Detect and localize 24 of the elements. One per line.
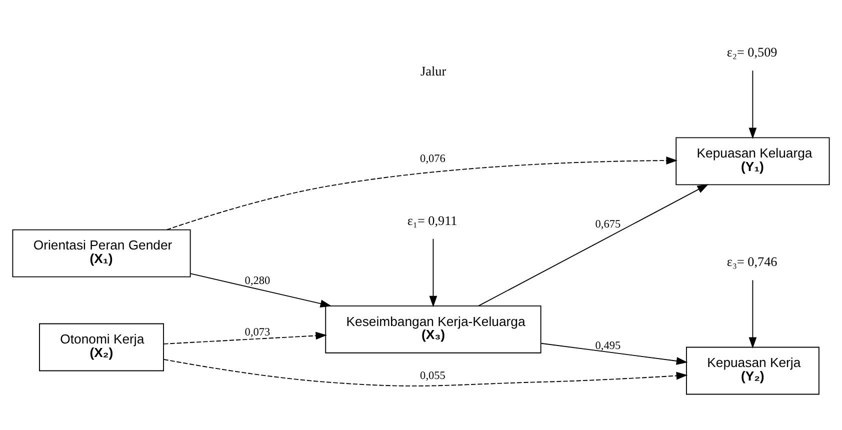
arrow xyxy=(478,184,709,306)
node-text: ε₁= 0,911 xyxy=(407,212,458,228)
node-box: Otonomi Kerja (X₂) xyxy=(39,323,164,372)
arrow xyxy=(163,332,328,344)
arrow xyxy=(190,273,332,308)
edge-label: 0,055 xyxy=(420,370,446,382)
node-box: Kepuasan Keluarga (Y₁) xyxy=(676,137,830,186)
edge-label: 0,073 xyxy=(244,326,270,339)
arrow xyxy=(540,342,688,365)
edge-label: 0,280 xyxy=(244,274,270,287)
arrow xyxy=(163,358,688,386)
arrow xyxy=(166,156,678,230)
label: Jalur xyxy=(420,63,446,78)
edge-label: 0,675 xyxy=(595,218,621,231)
node-text: ε₃= 0,746 xyxy=(726,254,778,270)
arrow xyxy=(748,280,757,349)
edge-label: 0,076 xyxy=(420,152,446,165)
node-box: Kepuasan Kerja (Y₂) xyxy=(686,346,820,395)
arrow xyxy=(429,238,438,308)
edge-label: 0,495 xyxy=(595,340,621,352)
arrow xyxy=(748,70,757,139)
node-box: Keseimbangan Kerja-Keluarga (X₃) xyxy=(325,305,542,354)
node-box: Orientasi Peran Gender (X₁) xyxy=(12,229,191,278)
node-text: ε₂= 0,509 xyxy=(726,44,778,60)
